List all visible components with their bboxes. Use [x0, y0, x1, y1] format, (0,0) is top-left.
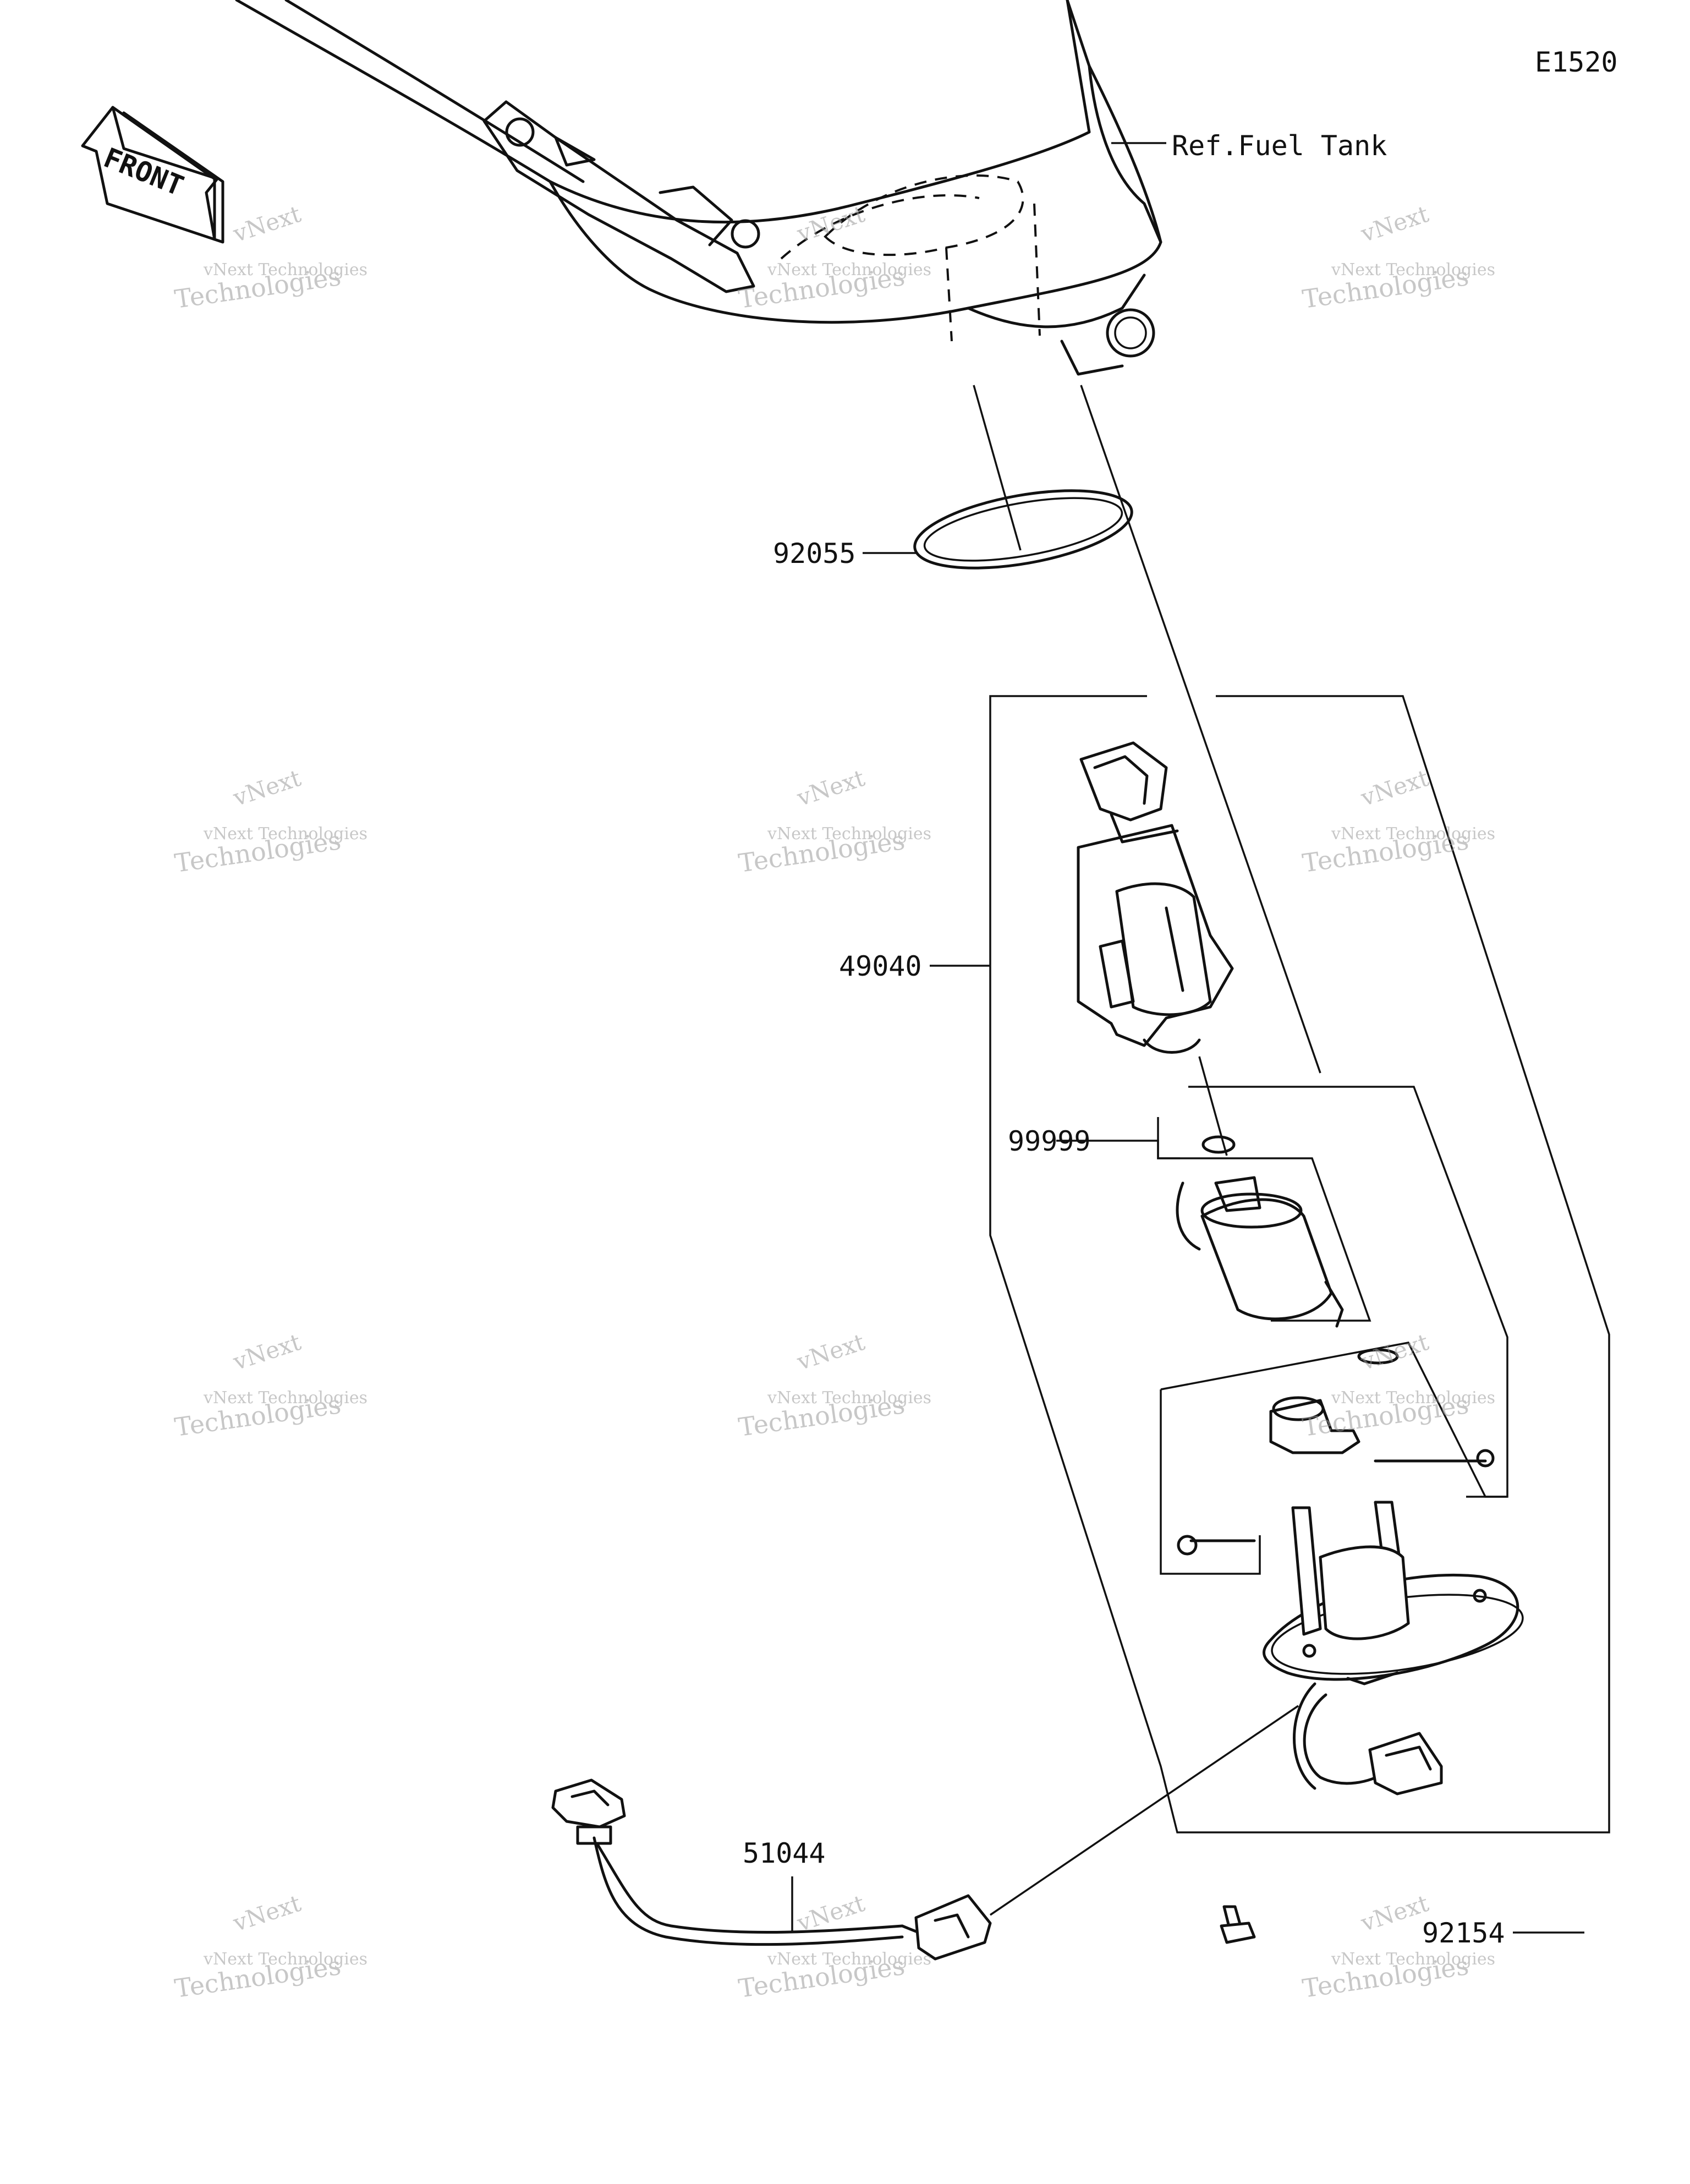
assembly-frame-49040: [989, 695, 1610, 1833]
part-number-92055: 92055: [773, 538, 856, 570]
watermark: vNext vNext Technologies Technologies: [1301, 764, 1495, 878]
o-ring-92055: [913, 489, 1133, 570]
svg-text:vNext Technologies: vNext Technologies: [1331, 1950, 1495, 1969]
svg-text:vNext: vNext: [1357, 764, 1432, 812]
watermark: vNext vNext Technologies Technologies: [173, 1328, 367, 1442]
ref-fuel-tank-label: Ref.Fuel Tank: [1172, 130, 1387, 162]
watermark: vNext vNext Technologies Technologies: [1301, 1328, 1495, 1442]
svg-text:vNext Technologies: vNext Technologies: [203, 1388, 367, 1408]
svg-text:vNext Technologies: vNext Technologies: [767, 260, 931, 280]
svg-text:vNext: vNext: [1357, 1890, 1432, 1937]
svg-text:vNext Technologies: vNext Technologies: [767, 1388, 931, 1408]
svg-text:vNext Technologies: vNext Technologies: [1331, 260, 1495, 280]
svg-text:vNext Technologies: vNext Technologies: [203, 824, 367, 844]
watermark: vNext vNext Technologies Technologies: [737, 1328, 931, 1442]
wire-harness-51044: [551, 1778, 992, 1961]
svg-text:vNext Technologies: vNext Technologies: [767, 824, 931, 844]
front-arrow-icon: FRONT: [81, 106, 224, 244]
watermark: vNext vNext Technologies Technologies: [173, 1890, 367, 2004]
svg-text:vNext Technologies: vNext Technologies: [1331, 1388, 1495, 1408]
fuel-filter-body: [1077, 741, 1234, 1054]
fuel-pump-motor: [1176, 1157, 1371, 1328]
pump-base-plate: [1263, 1501, 1524, 1685]
svg-text:vNext: vNext: [793, 1328, 868, 1376]
svg-text:vNext: vNext: [229, 1328, 304, 1376]
watermark: vNext vNext Technologies Technologies: [737, 200, 931, 314]
harness-link-line: [990, 1705, 1299, 1916]
pump-pigtail-harness: [1293, 1682, 1443, 1796]
part-number-49040: 49040: [839, 950, 922, 982]
watermark: vNext vNext Technologies Technologies: [173, 764, 367, 878]
bracket-99999-inner: [1157, 1117, 1208, 1159]
svg-text:vNext Technologies: vNext Technologies: [203, 1950, 367, 1969]
alignment-line-pump: [1198, 1056, 1228, 1156]
part-number-92154: 92154: [1422, 1917, 1505, 1949]
svg-text:vNext: vNext: [793, 764, 868, 812]
svg-text:vNext Technologies: vNext Technologies: [203, 260, 367, 280]
svg-text:vNext: vNext: [229, 200, 304, 248]
svg-text:vNext: vNext: [229, 1890, 304, 1937]
part-number-51044: 51044: [743, 1837, 826, 1869]
alignment-line-left: [973, 385, 1022, 551]
svg-text:vNext Technologies: vNext Technologies: [767, 1950, 931, 1969]
watermark: vNext vNext Technologies Technologies: [737, 764, 931, 878]
svg-text:vNext: vNext: [229, 764, 304, 812]
part-number-99999: 99999: [1008, 1125, 1091, 1157]
watermark-group: vNext vNext Technologies Technologies vN…: [173, 200, 1495, 2004]
small-seal: [1201, 1135, 1236, 1154]
svg-text:vNext: vNext: [1357, 200, 1432, 248]
pump-holder: [1160, 1342, 1507, 1575]
watermark: vNext vNext Technologies Technologies: [737, 1890, 931, 2004]
svg-text:vNext Technologies: vNext Technologies: [1331, 824, 1495, 844]
bolt-92154: [1220, 1905, 1256, 1944]
fuel-tank-outline: [235, 0, 1162, 376]
watermark: vNext vNext Technologies Technologies: [1301, 200, 1495, 314]
diagram-code: E1520: [1535, 46, 1618, 78]
